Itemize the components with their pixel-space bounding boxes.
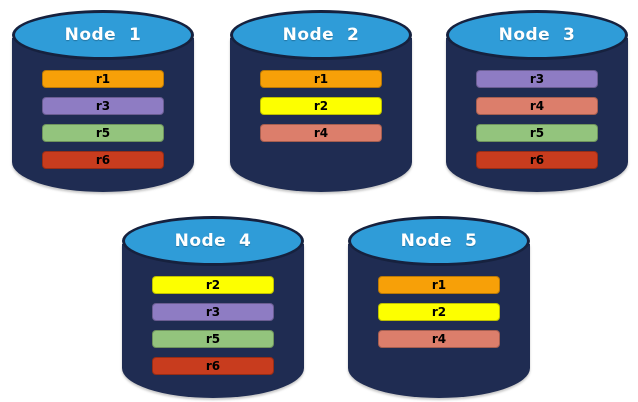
node-cylinder-3: Node 3 r3 r4 r5 r6	[446, 8, 628, 192]
cylinder-top-ellipse: Node 4	[122, 216, 304, 266]
replica-bar-r5: r5	[152, 330, 274, 348]
node-cylinder-2: Node 2 r1 r2 r4	[230, 8, 412, 192]
replica-list: r2 r3 r5 r6	[152, 276, 274, 375]
replica-bar-r5: r5	[42, 124, 164, 142]
replica-bar-r4: r4	[476, 97, 598, 115]
cylinder-top-ellipse: Node 2	[230, 10, 412, 60]
replica-list: r1 r3 r5 r6	[42, 70, 164, 169]
node-title: Node 3	[498, 25, 576, 45]
replica-bar-r2: r2	[260, 97, 382, 115]
replica-bar-r2: r2	[152, 276, 274, 294]
node-title: Node 4	[174, 231, 252, 251]
replica-bar-r1: r1	[378, 276, 500, 294]
replica-list: r1 r2 r4	[260, 70, 382, 142]
cylinder-top-ellipse: Node 1	[12, 10, 194, 60]
replica-bar-r6: r6	[152, 357, 274, 375]
replica-bar-r3: r3	[476, 70, 598, 88]
replica-bar-r6: r6	[476, 151, 598, 169]
replica-bar-r3: r3	[42, 97, 164, 115]
node-cylinder-1: Node 1 r1 r3 r5 r6	[12, 8, 194, 192]
replica-bar-r1: r1	[260, 70, 382, 88]
replica-list: r1 r2 r4	[378, 276, 500, 348]
cylinder-body	[348, 244, 530, 398]
node-title: Node 2	[282, 25, 360, 45]
cylinder-body	[230, 38, 412, 192]
node-title: Node 5	[400, 231, 478, 251]
replica-bar-r4: r4	[378, 330, 500, 348]
cylinder-top-ellipse: Node 3	[446, 10, 628, 60]
replica-bar-r4: r4	[260, 124, 382, 142]
replica-bar-r2: r2	[378, 303, 500, 321]
replica-bar-r3: r3	[152, 303, 274, 321]
replica-bar-r1: r1	[42, 70, 164, 88]
node-cylinder-5: Node 5 r1 r2 r4	[348, 214, 530, 398]
replica-bar-r5: r5	[476, 124, 598, 142]
cylinder-top-ellipse: Node 5	[348, 216, 530, 266]
node-cylinder-4: Node 4 r2 r3 r5 r6	[122, 214, 304, 398]
node-title: Node 1	[64, 25, 142, 45]
replica-bar-r6: r6	[42, 151, 164, 169]
replica-list: r3 r4 r5 r6	[476, 70, 598, 169]
